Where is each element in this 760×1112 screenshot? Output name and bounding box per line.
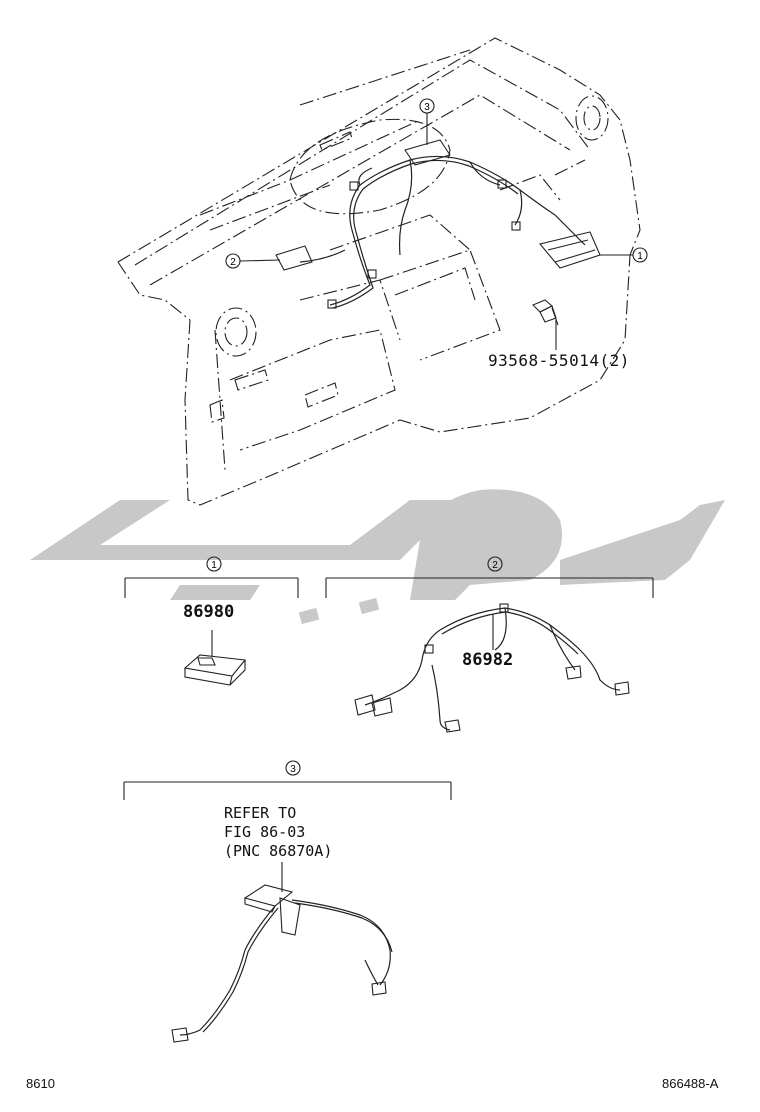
callout-2-section-label: 2 xyxy=(492,560,498,571)
callout-1-top-label: 1 xyxy=(637,251,643,262)
reference-line-3: (PNC 86870A) xyxy=(224,842,333,860)
page-code: 8610 xyxy=(26,1076,55,1091)
reference-line-1: REFER TO xyxy=(224,804,297,822)
callout-1-section-label: 1 xyxy=(211,560,217,571)
callout-3-top-label: 3 xyxy=(424,102,430,113)
bolt-icon xyxy=(532,299,559,326)
instrument-panel-outline xyxy=(117,37,641,506)
section-bracket-3: 3 xyxy=(123,760,452,800)
computer-module-icon xyxy=(183,630,247,686)
reference-note: REFER TO FIG 86-03 (PNC 86870A) xyxy=(224,804,332,861)
bolt-part-number: 93568-55014(2) xyxy=(488,351,630,370)
installed-wiring-harness xyxy=(275,139,601,309)
callout-2-top-label: 2 xyxy=(230,257,236,268)
section-bracket-1-2: 1 2 xyxy=(124,556,654,598)
harness-part-number: 86982 xyxy=(462,650,514,670)
callout-3-section-label: 3 xyxy=(290,764,296,775)
callout-1-top: 1 xyxy=(600,247,648,263)
figure-id: 866488-A xyxy=(662,1076,719,1091)
callout-3-top: 3 xyxy=(419,98,435,145)
watermark-logo xyxy=(30,489,725,625)
wiring-harness-icon xyxy=(354,603,630,733)
callout-2-top: 2 xyxy=(225,253,281,269)
referenced-harness-assembly-icon xyxy=(171,862,393,1043)
module-part-number: 86980 xyxy=(183,602,235,622)
reference-line-2: FIG 86-03 xyxy=(224,823,306,841)
